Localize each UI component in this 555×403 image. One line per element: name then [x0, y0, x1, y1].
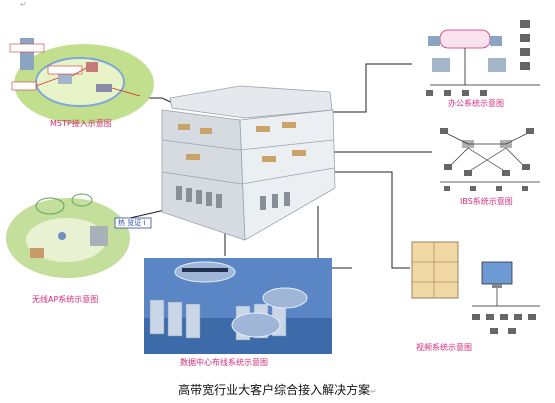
- figure-caption: 高带宽行业大客户综合接入解决方案↵: [0, 381, 555, 398]
- floor-lines: [161, 139, 335, 185]
- video-panel: [411, 241, 540, 334]
- wlan-light-field: [26, 218, 106, 262]
- ibs-mesh-lines: [440, 131, 540, 183]
- building-side: [239, 109, 336, 241]
- paragraph-mark-caption: ↵: [370, 387, 377, 396]
- mstp-node-box: [11, 81, 37, 91]
- mstp-panel: [9, 38, 154, 124]
- wlan-house-icon: [30, 248, 44, 258]
- video-floorplan: [411, 241, 459, 299]
- mstp-label: MSTP接入示意图: [50, 119, 112, 128]
- central-building: [161, 85, 336, 241]
- connector-wlan: [129, 209, 166, 219]
- mstp-switch-icon: [96, 84, 112, 92]
- office-pc-icons: [426, 20, 530, 96]
- wlan-signal-ring-a: [35, 197, 65, 215]
- mstp-router-icon: [86, 62, 98, 72]
- wlan-sign-text: 热 览证 i: [118, 219, 146, 227]
- wlan-building-icon: [90, 226, 108, 246]
- video-device-icons: [472, 314, 536, 334]
- mstp-tower-icon: [20, 38, 34, 70]
- server-racks: [176, 186, 290, 210]
- wlan-ap-icon: [58, 232, 66, 240]
- video-label: 视频系统示意图: [416, 343, 472, 352]
- wlan-panel: [6, 193, 152, 278]
- ibs-label: IBS系统示意图: [460, 197, 513, 206]
- datacenter-label: 数据中心布线系统示意图: [180, 358, 268, 367]
- office-wan-cloud: [439, 29, 491, 49]
- datacenter-lens-right: [262, 287, 308, 309]
- mstp-title-box: [9, 43, 45, 53]
- wlan-signal-ring-b: [71, 193, 93, 207]
- office-router-left: [428, 36, 440, 46]
- caption-text: 高带宽行业大客户综合接入解决方案: [178, 383, 371, 397]
- mstp-ring-inner: [35, 57, 125, 107]
- office-router-right: [490, 36, 502, 46]
- office-switch-icon: [432, 58, 450, 72]
- ibs-panel: [440, 128, 540, 191]
- connector-lines: [129, 63, 432, 269]
- office-furniture: [178, 122, 306, 162]
- floorplan-walls: [412, 242, 458, 298]
- office-firewall-icon: [488, 58, 506, 72]
- office-label: 办公系统示意图: [448, 99, 504, 108]
- office-panel: [426, 20, 540, 96]
- video-monitor-stand: [492, 284, 502, 288]
- datacenter-cable-tray: [182, 268, 228, 272]
- video-monitor-icon: [481, 261, 513, 285]
- paragraph-mark-top: ↵: [20, 0, 27, 9]
- datacenter-lens-bottom: [231, 312, 281, 338]
- connector-video2: [335, 171, 410, 269]
- wlan-label: 无线AP系统示意图: [32, 295, 99, 304]
- wlan-sign-box: [114, 217, 152, 229]
- connector-office: [333, 63, 412, 113]
- datacenter-panel: [144, 258, 332, 354]
- ibs-node-icons: [440, 128, 534, 191]
